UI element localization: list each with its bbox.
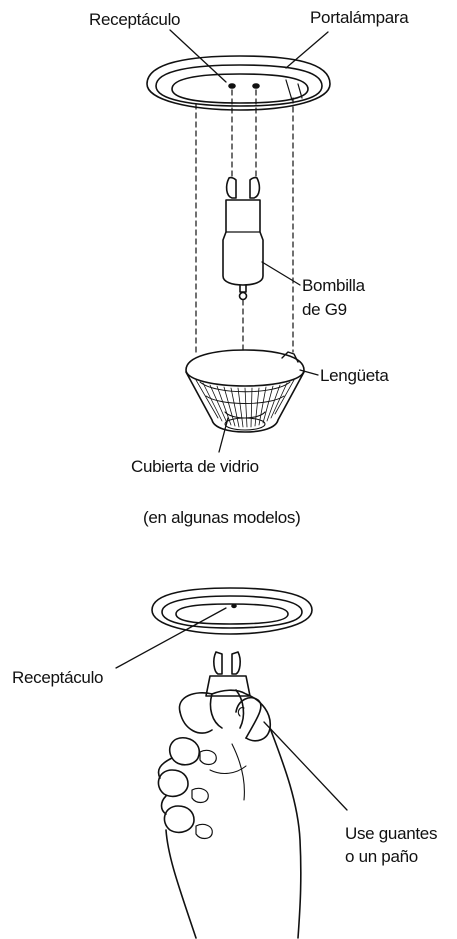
lamp-holder-label: Portalámpara [310, 8, 409, 27]
receptacle-bottom-label: Receptáculo [12, 668, 104, 687]
glass-cover-label: Cubierta de vidrio [131, 457, 259, 476]
leader-lines-bottom [115, 607, 348, 811]
g9-bulb [222, 176, 264, 301]
alignment-dashed-lines [195, 89, 294, 353]
bulb-label-line1: Bombilla [302, 276, 365, 295]
bulb-label-line2: de G9 [302, 300, 347, 319]
lamp-holder-bottom [151, 587, 313, 635]
receptacle-top-label: Receptáculo [89, 10, 181, 29]
tab-label: Lengüeta [320, 366, 389, 385]
models-note: (en algunas modelos) [143, 508, 301, 527]
hand-holding-bulb [157, 651, 302, 939]
gloves-label-line2: o un paño [345, 847, 418, 866]
lamp-holder-top [146, 55, 331, 111]
glass-cover [185, 349, 305, 433]
gloves-label-line1: Use guantes [345, 824, 438, 843]
leader-lines-top [169, 29, 329, 453]
